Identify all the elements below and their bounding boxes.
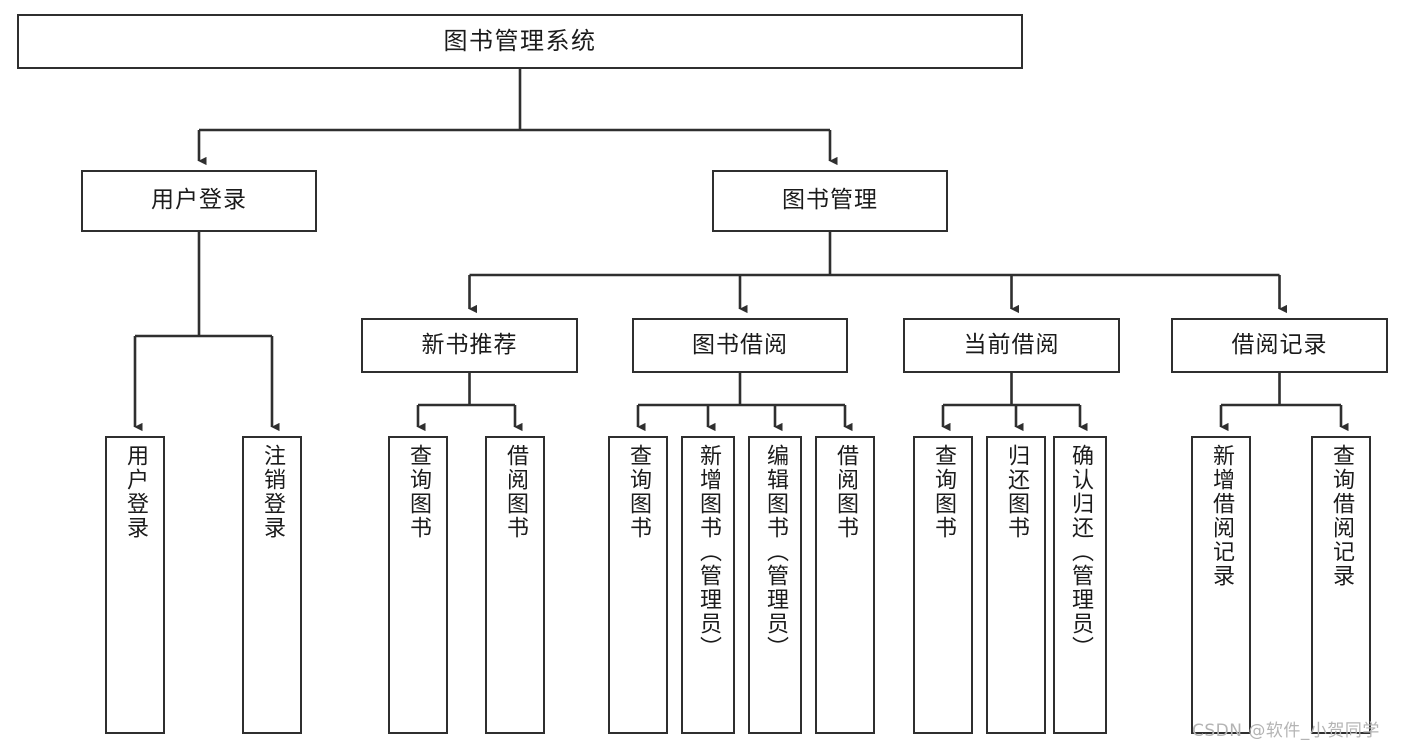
node-label: 用户登录 xyxy=(123,444,148,540)
node-label: 图书管理系统 xyxy=(443,27,597,56)
node-label: 图书管理 xyxy=(782,187,878,214)
node-label: 当前借阅 xyxy=(963,331,1060,358)
leaf-add-borrow-record[interactable]: 新增借阅记录 xyxy=(1191,436,1251,734)
leaf-edit-book-admin[interactable]: 编辑图书（管理员） xyxy=(748,436,802,734)
leaf-return-book[interactable]: 归还图书 xyxy=(986,436,1046,734)
node-label: 用户登录 xyxy=(151,187,247,214)
node-label: 查询图书 xyxy=(406,444,431,540)
leaf-query-borrow-record[interactable]: 查询借阅记录 xyxy=(1311,436,1371,734)
node-label: 编辑图书（管理员） xyxy=(763,444,788,660)
node-label: 图书借阅 xyxy=(692,331,788,358)
leaf-borrow-book-recommend[interactable]: 借阅图书 xyxy=(485,436,545,734)
leaf-borrow-book[interactable]: 借阅图书 xyxy=(815,436,875,734)
node-book-manage[interactable]: 图书管理 xyxy=(712,170,948,232)
node-label: 确认归还（管理员） xyxy=(1068,444,1093,660)
node-label: 借阅记录 xyxy=(1231,331,1328,358)
leaf-user-login[interactable]: 用户登录 xyxy=(105,436,165,734)
node-label: 新书推荐 xyxy=(421,331,518,358)
node-label: 借阅图书 xyxy=(833,444,858,540)
node-user-login[interactable]: 用户登录 xyxy=(81,170,317,232)
leaf-add-book-admin[interactable]: 新增图书（管理员） xyxy=(681,436,735,734)
csdn-watermark: CSDN @软件_小贺同学 xyxy=(1192,721,1380,741)
node-new-book-recommend[interactable]: 新书推荐 xyxy=(361,318,578,373)
node-book-borrow[interactable]: 图书借阅 xyxy=(632,318,848,373)
leaf-confirm-return-admin[interactable]: 确认归还（管理员） xyxy=(1053,436,1107,734)
node-label: 查询图书 xyxy=(626,444,651,540)
leaf-query-book-recommend[interactable]: 查询图书 xyxy=(388,436,448,734)
node-label: 注销登录 xyxy=(260,444,285,540)
node-label: 归还图书 xyxy=(1004,444,1029,540)
node-label: 查询图书 xyxy=(931,444,956,540)
node-label: 查询借阅记录 xyxy=(1329,444,1354,588)
node-label: 新增图书（管理员） xyxy=(696,444,721,660)
node-current-borrow[interactable]: 当前借阅 xyxy=(903,318,1120,373)
node-label: 借阅图书 xyxy=(503,444,528,540)
leaf-query-book-current[interactable]: 查询图书 xyxy=(913,436,973,734)
node-root-system[interactable]: 图书管理系统 xyxy=(17,14,1023,69)
leaf-logout[interactable]: 注销登录 xyxy=(242,436,302,734)
node-label: 新增借阅记录 xyxy=(1209,444,1234,588)
leaf-query-book-borrow[interactable]: 查询图书 xyxy=(608,436,668,734)
node-borrow-record[interactable]: 借阅记录 xyxy=(1171,318,1388,373)
